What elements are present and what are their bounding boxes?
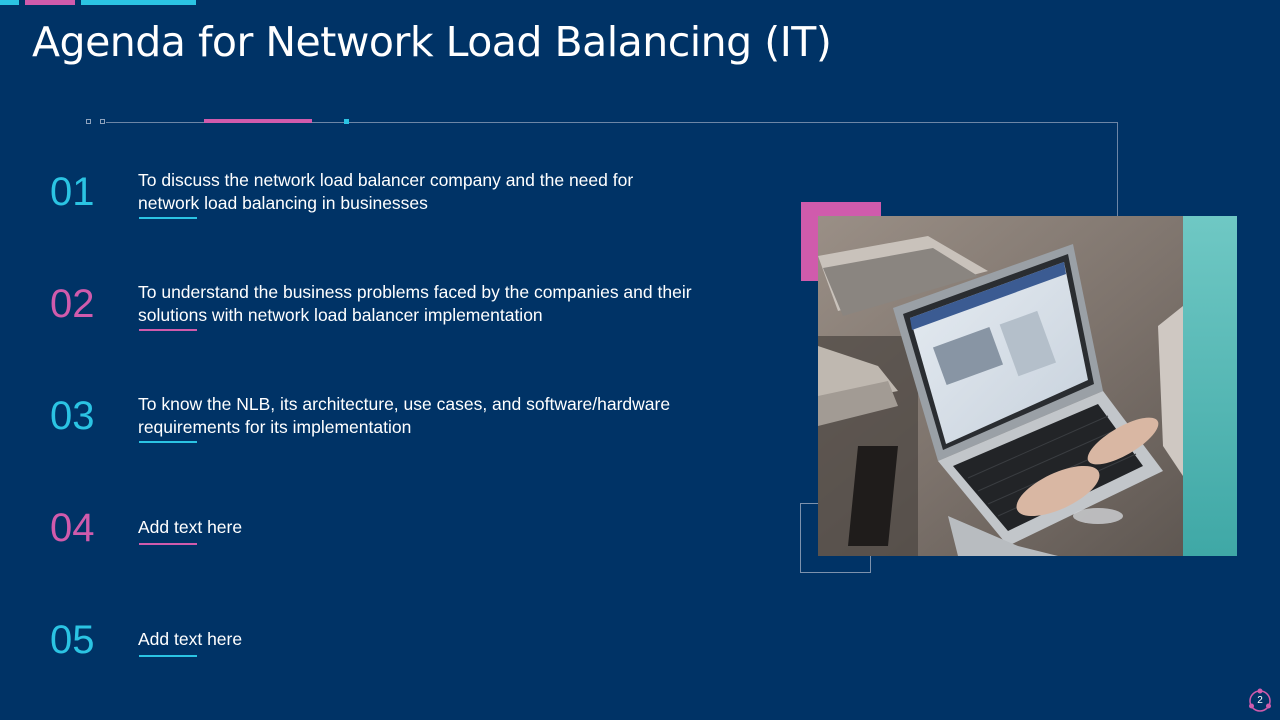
agenda-number: 01 <box>50 170 95 214</box>
agenda-number: 02 <box>50 282 95 326</box>
frame-square-marker <box>86 119 91 124</box>
agenda-underline <box>139 655 197 657</box>
top-accent-bar-cyan <box>81 0 196 5</box>
laptop-photo-illustration <box>818 216 1237 556</box>
network-nodes-icon <box>1249 688 1271 712</box>
agenda-text: To know the NLB, its architecture, use c… <box>138 394 671 437</box>
slide-title: Agenda for Network Load Balancing (IT) <box>32 18 832 66</box>
agenda-number: 05 <box>50 618 95 662</box>
agenda-text: Add text here <box>138 517 243 537</box>
frame-square-marker <box>100 119 105 124</box>
agenda-underline <box>139 329 197 331</box>
frame-accent-pink <box>204 119 312 123</box>
frame-right-line <box>1117 122 1118 216</box>
page-number-badge: 2 <box>1247 688 1273 714</box>
frame-accent-cyan-dot <box>344 119 349 124</box>
agenda-underline <box>139 441 197 443</box>
agenda-number: 03 <box>50 394 95 438</box>
page-number: 2 <box>1257 695 1263 706</box>
agenda-item-01: 01 To discuss the network load balancer … <box>50 169 700 249</box>
agenda-underline <box>139 217 197 219</box>
frame-top-line <box>106 122 1118 123</box>
laptop-photo <box>818 216 1237 556</box>
top-accent-bar-cyan-left <box>0 0 19 5</box>
agenda-item-04: 04 Add text here <box>50 505 700 585</box>
top-accent-bar-pink <box>25 0 75 5</box>
agenda-text: To understand the business problems face… <box>138 282 692 325</box>
agenda-item-05: 05 Add text here <box>50 617 700 697</box>
agenda-item-02: 02 To understand the business problems f… <box>50 281 700 361</box>
agenda-text: To discuss the network load balancer com… <box>138 170 634 213</box>
agenda-item-03: 03 To know the NLB, its architecture, us… <box>50 393 700 473</box>
agenda-underline <box>139 543 197 545</box>
agenda-text: Add text here <box>138 629 243 649</box>
agenda-number: 04 <box>50 506 95 550</box>
